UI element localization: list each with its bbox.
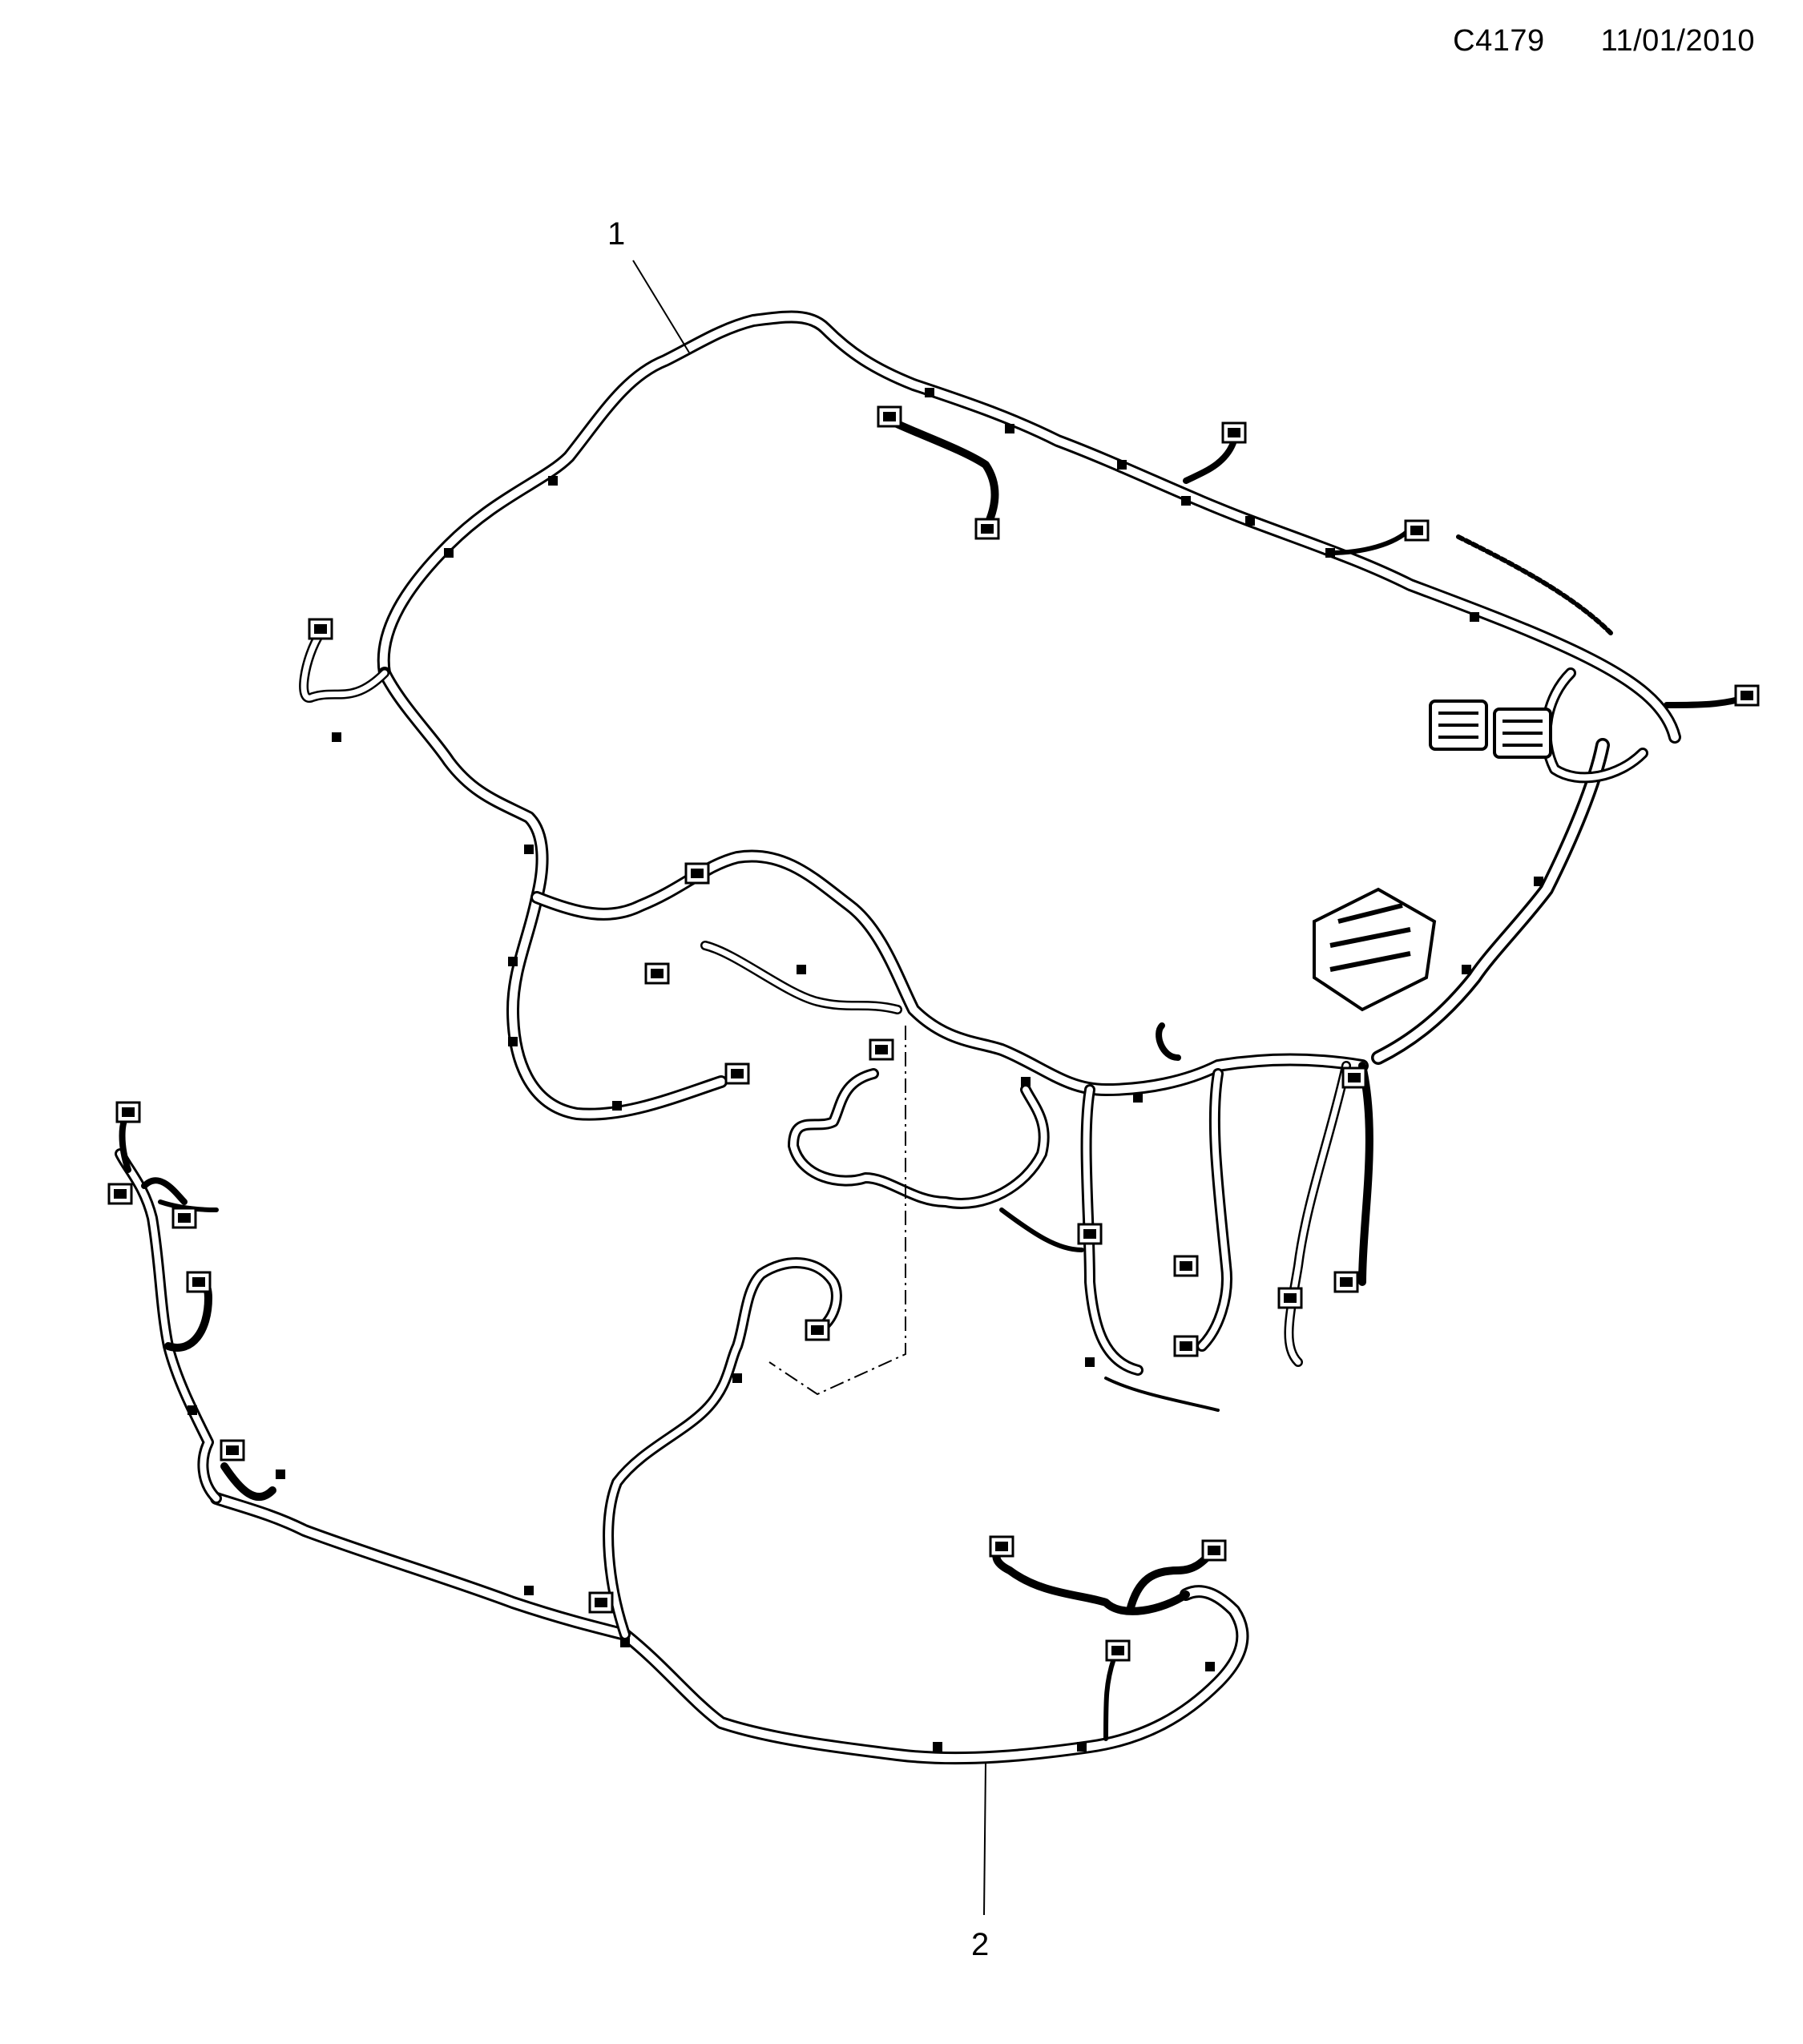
connector-icon <box>1221 421 1247 444</box>
clip-icon <box>925 388 934 397</box>
drawing-code: C4179 <box>1453 24 1545 58</box>
connector-icon <box>1277 1287 1303 1309</box>
clip-icon <box>1005 424 1014 433</box>
drawing-header: C4179 11/01/2010 <box>1453 24 1755 58</box>
connector-icon <box>805 1319 830 1341</box>
clip-icon <box>1205 1662 1215 1671</box>
clip-icon <box>1021 1077 1031 1087</box>
callout-2: 2 <box>971 1762 989 1962</box>
clip-icon <box>1470 612 1479 622</box>
connector-icon <box>1201 1539 1227 1562</box>
clip-icon <box>732 1373 742 1383</box>
connector-icon <box>588 1591 614 1614</box>
clip-icon <box>524 1586 534 1595</box>
clip-icon <box>933 1742 942 1752</box>
clip-icon <box>444 548 454 558</box>
harness-1-top-spurs <box>877 413 1613 635</box>
connector-icon <box>308 618 333 640</box>
clip-icon <box>620 1638 630 1647</box>
harness-2-left-branch <box>115 1111 276 1504</box>
drawing-date: 11/01/2010 <box>1600 24 1755 58</box>
connector-icon <box>644 962 670 985</box>
connector-icon <box>1404 519 1430 542</box>
harness-1-left-branch <box>299 628 728 1121</box>
connector-icon <box>1173 1255 1199 1277</box>
connector-icon <box>989 1535 1014 1558</box>
connector-icon <box>1734 684 1760 707</box>
connector-icon <box>974 518 1000 540</box>
harness-2-connectors <box>107 1101 1227 1662</box>
connector-icon <box>1105 1639 1131 1662</box>
fuse-box-icon <box>1313 887 1437 1012</box>
harness-2 <box>115 1111 1249 1765</box>
connector-icon <box>115 1101 141 1123</box>
callout-1: 1 <box>607 216 690 353</box>
clip-icon <box>612 1101 622 1111</box>
callout-2-label: 2 <box>971 1927 989 1962</box>
clip-icon <box>508 957 518 966</box>
connection-guide-line <box>768 1026 906 1396</box>
harness-1-center-loop <box>788 1068 1050 1209</box>
harness-2-main-trunk <box>210 1492 1249 1765</box>
clip-icon <box>524 845 534 854</box>
connector-icon <box>107 1183 133 1205</box>
harness-1-main-trunk <box>377 310 1681 744</box>
callout-1-label: 1 <box>607 216 625 252</box>
harness-1-center-branch <box>530 849 1369 1096</box>
clip-icon <box>1117 460 1127 470</box>
connector-icon <box>877 405 902 428</box>
connector-icon <box>186 1271 212 1293</box>
clip-icon <box>1325 548 1335 558</box>
connector-icon <box>869 1038 894 1061</box>
clip-icon <box>332 732 341 742</box>
harness-1-vertical-drops <box>999 1022 1373 1412</box>
connector-icon <box>684 862 710 885</box>
harness-2-right-branch <box>992 1542 1214 1741</box>
clip-icon <box>1534 877 1543 886</box>
connector-icon <box>1173 1335 1199 1357</box>
clip-icon <box>508 1037 518 1046</box>
harness-2-clips <box>188 1373 1215 1752</box>
clip-icon <box>1181 496 1191 506</box>
harness-1 <box>299 310 1750 1412</box>
clip-icon <box>1085 1357 1095 1367</box>
clip-icon <box>1245 516 1255 526</box>
harness-2-rise-branch <box>603 1257 842 1640</box>
connector-icon <box>1333 1271 1359 1293</box>
clip-icon <box>1077 1742 1087 1752</box>
harness-1-right-branch <box>1371 667 1750 1065</box>
connector-icon <box>1341 1066 1367 1089</box>
clip-icon <box>188 1405 197 1415</box>
clip-icon <box>1462 965 1471 974</box>
junction-block-icon <box>1429 699 1552 759</box>
connector-icon <box>1077 1223 1103 1245</box>
connector-icon <box>171 1207 197 1229</box>
clip-icon <box>1133 1093 1143 1103</box>
connector-icon <box>220 1439 245 1461</box>
clip-icon <box>276 1470 285 1479</box>
clip-icon <box>797 965 806 974</box>
clip-icon <box>548 476 558 486</box>
connector-icon <box>724 1062 750 1085</box>
